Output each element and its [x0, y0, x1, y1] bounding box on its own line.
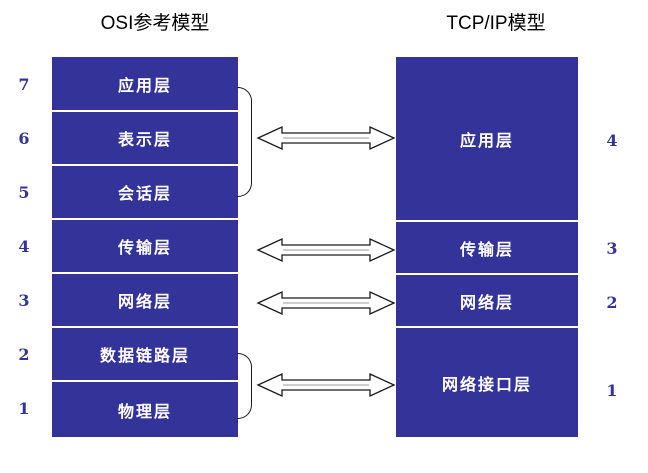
osi-layer-session[interactable]: 会话层 [52, 166, 238, 220]
mapping-arrow-network [256, 290, 396, 316]
osi-layer-data-link[interactable]: 数据链路层 [52, 328, 238, 382]
osi-layer-transport[interactable]: 传输层 [52, 220, 238, 274]
tcpip-layer-number-1: 1 [606, 381, 618, 400]
osi-layer-network[interactable]: 网络层 [52, 274, 238, 328]
osi-group-brace-upper [237, 87, 252, 197]
mapping-arrow-application [256, 125, 396, 151]
mapping-arrow-network-interface [256, 372, 396, 398]
osi-layer-presentation[interactable]: 表示层 [52, 112, 238, 166]
tcpip-layer-number-2: 2 [606, 293, 618, 312]
osi-model-title: OSI参考模型 [100, 13, 210, 34]
tcpip-layer-network-interface[interactable]: 网络接口层 [396, 328, 578, 437]
osi-layer-application[interactable]: 应用层 [52, 57, 238, 112]
osi-layer-physical[interactable]: 物理层 [52, 382, 238, 437]
tcpip-layer-transport[interactable]: 传输层 [396, 222, 578, 275]
tcpip-layer-application[interactable]: 应用层 [396, 57, 578, 222]
osi-layer-stack: 应用层 表示层 会话层 传输层 网络层 数据链路层 物理层 [52, 57, 238, 437]
osi-layer-number-5: 5 [18, 183, 30, 202]
osi-layer-number-6: 6 [18, 129, 30, 148]
tcpip-layer-stack: 应用层 传输层 网络层 网络接口层 [396, 57, 578, 437]
tcpip-model-title: TCP/IP模型 [446, 13, 546, 34]
tcpip-layer-number-4: 4 [606, 131, 618, 150]
osi-layer-number-1: 1 [18, 399, 30, 418]
osi-layer-number-7: 7 [18, 75, 30, 94]
osi-group-brace-lower [237, 353, 252, 419]
tcpip-layer-number-3: 3 [606, 239, 618, 258]
tcpip-layer-network[interactable]: 网络层 [396, 275, 578, 328]
mapping-arrow-transport [256, 237, 396, 263]
osi-layer-number-2: 2 [18, 345, 30, 364]
osi-layer-number-3: 3 [18, 291, 30, 310]
osi-layer-number-4: 4 [18, 237, 30, 256]
